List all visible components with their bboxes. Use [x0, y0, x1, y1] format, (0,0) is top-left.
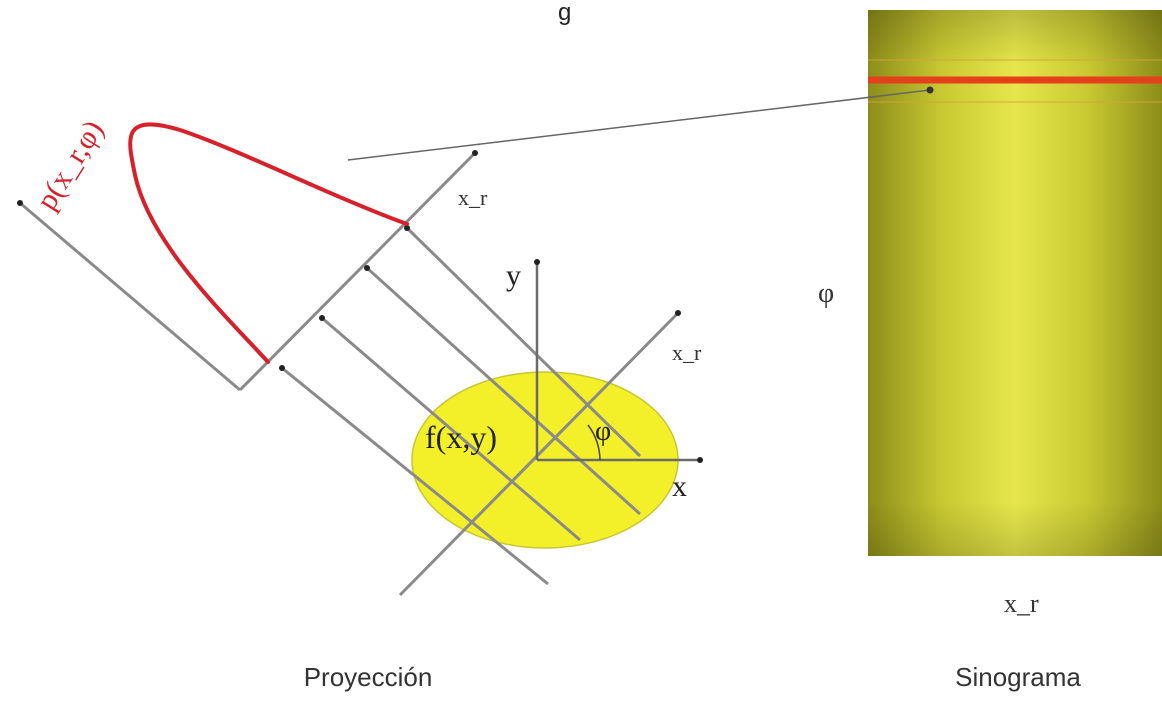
- xr-axis-label-upper: x_r: [458, 185, 488, 210]
- sinogram-connector-line: [347, 89, 931, 161]
- top-text-fragment: g: [558, 0, 571, 26]
- projection-caption: Proyección: [304, 662, 433, 692]
- y-axis-tip: [534, 259, 540, 265]
- y-axis-label: y: [506, 259, 521, 292]
- rotated-xr-axis: [398, 311, 680, 597]
- ray-4: [281, 366, 549, 586]
- xr-axis-label-lower: x_r: [672, 340, 702, 365]
- ray-3: [321, 316, 581, 542]
- object-function-label: f(x,y): [425, 419, 497, 455]
- detector-dots: [17, 150, 478, 371]
- sinogram-caption: Sinograma: [955, 662, 1081, 692]
- detector-dot-4: [279, 365, 285, 371]
- rotated-axis-dot: [675, 310, 681, 316]
- detector-dot-top: [472, 150, 478, 156]
- ray-outer: [19, 201, 241, 392]
- detector-dot-3: [319, 315, 325, 321]
- projection-function-label: p(x_r,φ): [30, 115, 110, 216]
- outer-ray-dot: [17, 200, 23, 206]
- angle-label: φ: [595, 416, 611, 447]
- ray-1: [405, 226, 642, 458]
- x-axis-label: x: [672, 470, 687, 503]
- connector-arrowhead: [926, 86, 934, 94]
- detector-dot-1: [404, 225, 410, 231]
- sinogram-shading: [868, 10, 1162, 556]
- sinogram-x-axis-label: x_r: [1004, 589, 1039, 618]
- angle-arc: [587, 424, 601, 461]
- sinogram-angle-axis-label: φ: [818, 278, 834, 309]
- projection-rays: [19, 201, 642, 586]
- x-axis-tip: [697, 457, 703, 463]
- ray-2: [365, 266, 642, 516]
- detector-axis: [238, 151, 477, 392]
- detector-dot-2: [364, 265, 370, 271]
- sinogram: [868, 10, 1162, 556]
- projection-curve: [128, 122, 409, 364]
